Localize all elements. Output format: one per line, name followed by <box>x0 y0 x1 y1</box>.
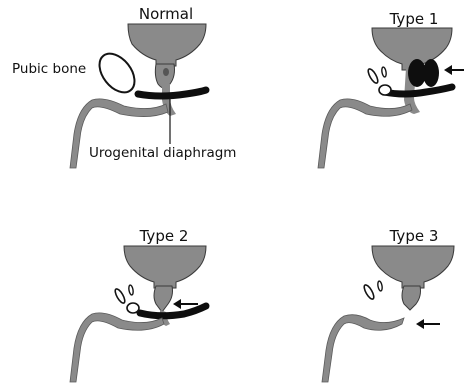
bone-fragment <box>127 303 139 313</box>
panel-type-3: Type 3 <box>322 227 454 382</box>
prostate <box>402 286 421 310</box>
urogenital-diaphragm <box>384 87 452 94</box>
panel-title-normal: Normal <box>139 5 193 23</box>
arrow-left-icon <box>444 65 464 75</box>
stricture-mass-right <box>423 59 439 87</box>
penile-urethra <box>322 315 404 382</box>
panel-type-2: Type 2 <box>70 227 206 382</box>
prostate <box>154 286 173 312</box>
label-pubic-bone: Pubic bone <box>12 61 86 77</box>
panel-title-type-1: Type 1 <box>389 10 439 28</box>
bladder <box>128 24 206 66</box>
bladder <box>124 246 206 288</box>
prostate-inner-mark <box>163 68 169 76</box>
arrow-left-icon <box>416 319 440 329</box>
bone-fragment <box>362 284 375 301</box>
panel-normal: Normal Pubic bone Urogenital diaphragm <box>12 5 236 168</box>
bladder <box>372 246 454 288</box>
penile-urethra <box>318 99 412 168</box>
pubic-bone-icon <box>92 47 141 99</box>
urogenital-diaphragm <box>138 90 206 96</box>
panel-title-type-3: Type 3 <box>389 227 439 245</box>
penile-urethra <box>70 313 164 382</box>
label-urogenital-diaphragm: Urogenital diaphragm <box>89 145 236 161</box>
bone-fragment <box>113 288 126 305</box>
bone-fragment <box>377 281 383 292</box>
bone-fragment <box>366 68 379 85</box>
bone-fragment <box>379 85 391 95</box>
panel-title-type-2: Type 2 <box>139 227 189 245</box>
panel-type-1: Type 1 <box>318 10 464 168</box>
bone-fragment <box>128 285 134 296</box>
bone-fragment <box>381 67 387 78</box>
urogenital-diaphragm <box>140 306 206 316</box>
